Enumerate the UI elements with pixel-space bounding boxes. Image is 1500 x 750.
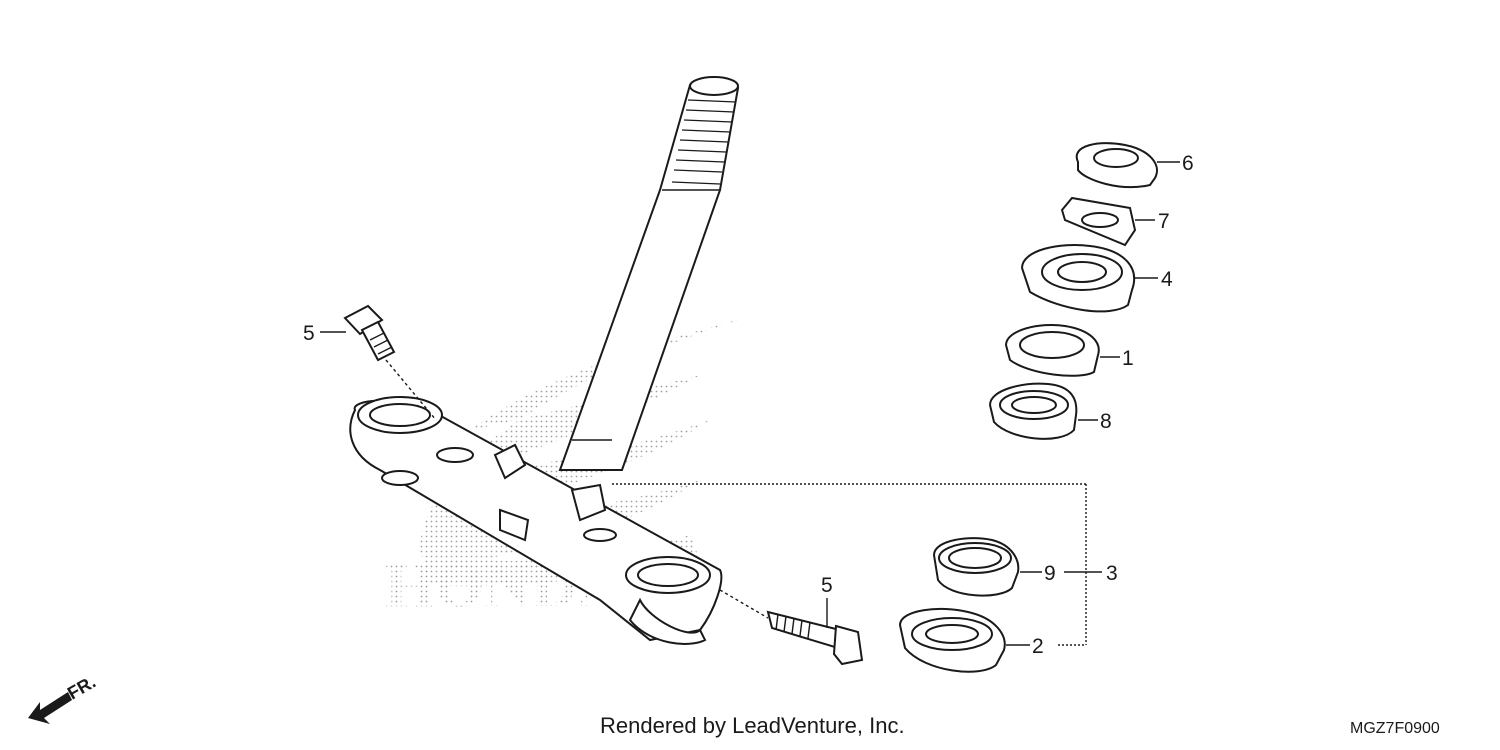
upper-bearing: [988, 382, 1098, 440]
footer-credit: Rendered by LeadVenture, Inc.: [600, 713, 905, 738]
stem-bolt-top: [320, 304, 437, 421]
stem-bolt-bottom: [719, 589, 864, 666]
adjusting-nut: [1020, 244, 1158, 313]
callout-upper-bearing: 8: [1100, 410, 1112, 433]
lock-nut: [1075, 142, 1180, 189]
callout-lower-race: 2: [1032, 635, 1044, 658]
lower-race: [898, 607, 1030, 673]
lock-washer: [1060, 196, 1155, 247]
callout-stem-bolt-top: 5: [303, 322, 315, 345]
callout-adjusting-nut: 4: [1161, 268, 1173, 291]
callout-assembly: 3: [1106, 562, 1118, 585]
diagram-code: MGZ7F0900: [1350, 720, 1440, 737]
upper-race: [1004, 324, 1120, 377]
callout-lock-washer: 7: [1158, 210, 1170, 233]
callout-lock-nut: 6: [1182, 152, 1194, 175]
bottom-bridge: [349, 396, 723, 645]
dust-seal: [932, 537, 1042, 597]
assembly-bracket: [612, 483, 1102, 646]
front-direction-arrow-icon: [28, 692, 72, 724]
callout-dust-seal: 9: [1044, 562, 1056, 585]
callout-upper-race: 1: [1122, 347, 1134, 370]
steering-stem: [558, 76, 740, 471]
callout-stem-bolt-bottom: 5: [821, 574, 833, 597]
